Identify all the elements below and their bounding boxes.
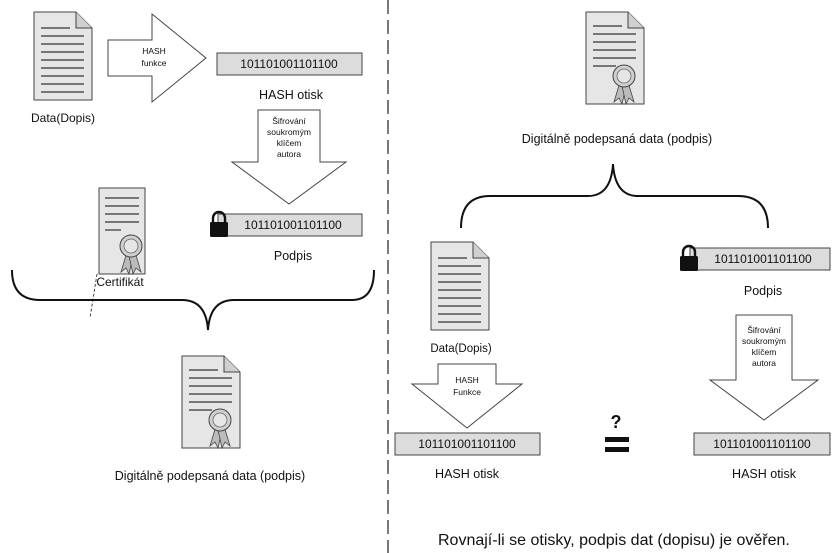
- left-hash-arrow-line1: HASH: [142, 46, 166, 56]
- left-hash-label: HASH otisk: [259, 88, 324, 102]
- equals-bar-bottom: [605, 447, 629, 452]
- right-lock-icon: [678, 244, 700, 273]
- right-hash-arrow-line1: HASH: [455, 375, 479, 385]
- right-hash-value-right: 101101001101100: [713, 437, 811, 451]
- right-signed-document-icon: [585, 11, 645, 105]
- left-encrypt-line4: autora: [277, 149, 301, 159]
- left-hash-arrow: [107, 12, 207, 104]
- left-signature-value: 101101001101100: [244, 218, 342, 232]
- right-top-doc-label: Digitálně podepsaná data (podpis): [522, 132, 712, 146]
- right-hash-value-left: 101101001101100: [418, 437, 516, 451]
- left-hash-arrow-line2: funkce: [141, 58, 166, 68]
- right-encrypt-line2: soukromým: [742, 336, 786, 346]
- right-document-icon: [430, 241, 490, 331]
- left-encrypt-line2: soukromým: [267, 127, 311, 137]
- right-signature-value: 101101001101100: [714, 252, 812, 266]
- conclusion-text: Rovnají-li se otisky, podpis dat (dopisu…: [438, 532, 790, 549]
- certificate-pointer: [89, 273, 98, 319]
- left-document-icon: [33, 11, 93, 101]
- right-encrypt-line4: autora: [752, 358, 776, 368]
- right-hash-box-left: [394, 432, 541, 456]
- left-result-label: Digitálně podepsaná data (podpis): [115, 469, 305, 483]
- left-encrypt-line1: Šifrování: [272, 116, 306, 126]
- right-doc-label: Data(Dopis): [430, 343, 492, 355]
- right-hash-arrow-line2: Funkce: [453, 387, 481, 397]
- compare-question-mark: ?: [611, 412, 622, 432]
- equals-bar-top: [605, 437, 629, 442]
- left-doc-label: Data(Dopis): [31, 111, 95, 125]
- right-hash-label-left: HASH otisk: [435, 467, 500, 481]
- certificate-label: Certifikát: [96, 275, 144, 289]
- right-hash-box-right: [693, 432, 831, 456]
- right-signature-label: Podpis: [744, 284, 782, 298]
- left-encrypt-arrow: [230, 109, 348, 205]
- right-encrypt-line1: Šifrování: [747, 325, 781, 335]
- left-signed-document-icon: [181, 355, 241, 449]
- right-encrypt-line3: klíčem: [752, 347, 777, 357]
- left-hash-box: [216, 52, 363, 76]
- right-encrypt-arrow: [708, 314, 820, 421]
- right-brace: [460, 163, 769, 229]
- right-hash-arrow: [410, 363, 524, 429]
- left-encrypt-line3: klíčem: [277, 138, 302, 148]
- certificate-icon: [98, 187, 146, 275]
- left-brace: [11, 269, 375, 331]
- right-hash-label-right: HASH otisk: [732, 467, 797, 481]
- left-hash-value: 101101001101100: [240, 57, 338, 71]
- left-signature-label: Podpis: [274, 249, 312, 263]
